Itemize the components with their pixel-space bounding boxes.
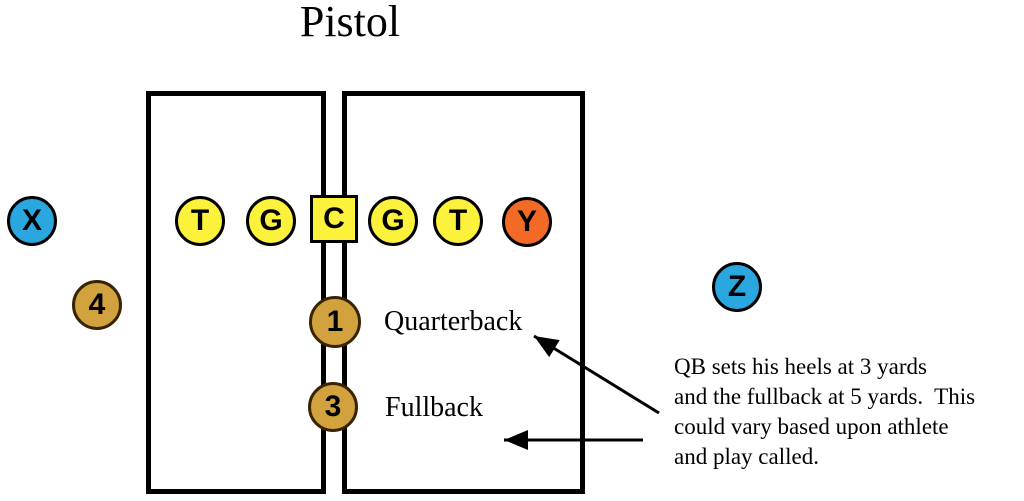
player-1-label: 1 [326,305,344,338]
coaching-note-line: QB sets his heels at 3 yards [674,354,927,379]
player-left-guard: G [246,196,296,246]
coaching-note-line: and play called. [674,444,819,469]
left-hash-box [146,91,326,494]
player-z-receiver: Z [712,262,762,312]
quarterback-label: Quarterback [384,306,523,337]
player-right-tackle: T [433,196,483,246]
player-rg-label: G [381,204,405,237]
coaching-note: QB sets his heels at 3 yards and the ful… [674,352,975,472]
player-1-quarterback: 1 [309,296,361,348]
page-title: Pistol [299,0,401,46]
player-3-fullback: 3 [308,382,358,432]
player-c-label: C [323,202,345,235]
right-hash-box [342,91,585,494]
player-right-guard: G [368,196,418,246]
player-x-receiver: X [7,196,57,246]
player-3-label: 3 [324,390,342,423]
player-lg-label: G [259,204,283,237]
player-4-label: 4 [88,288,106,321]
player-x-label: X [21,204,42,237]
player-left-tackle: T [175,196,225,246]
player-z-label: Z [727,270,747,303]
player-rt-label: T [448,204,468,237]
player-y-tight-end: Y [502,197,552,247]
coaching-note-line: could vary based upon athlete [674,414,949,439]
player-lt-label: T [190,204,210,237]
coaching-note-line: and the fullback at 5 yards. This [674,384,976,409]
player-y-label: Y [516,205,537,238]
fullback-label: Fullback [385,392,483,423]
player-4-back: 4 [72,280,122,330]
player-center: C [310,195,358,243]
